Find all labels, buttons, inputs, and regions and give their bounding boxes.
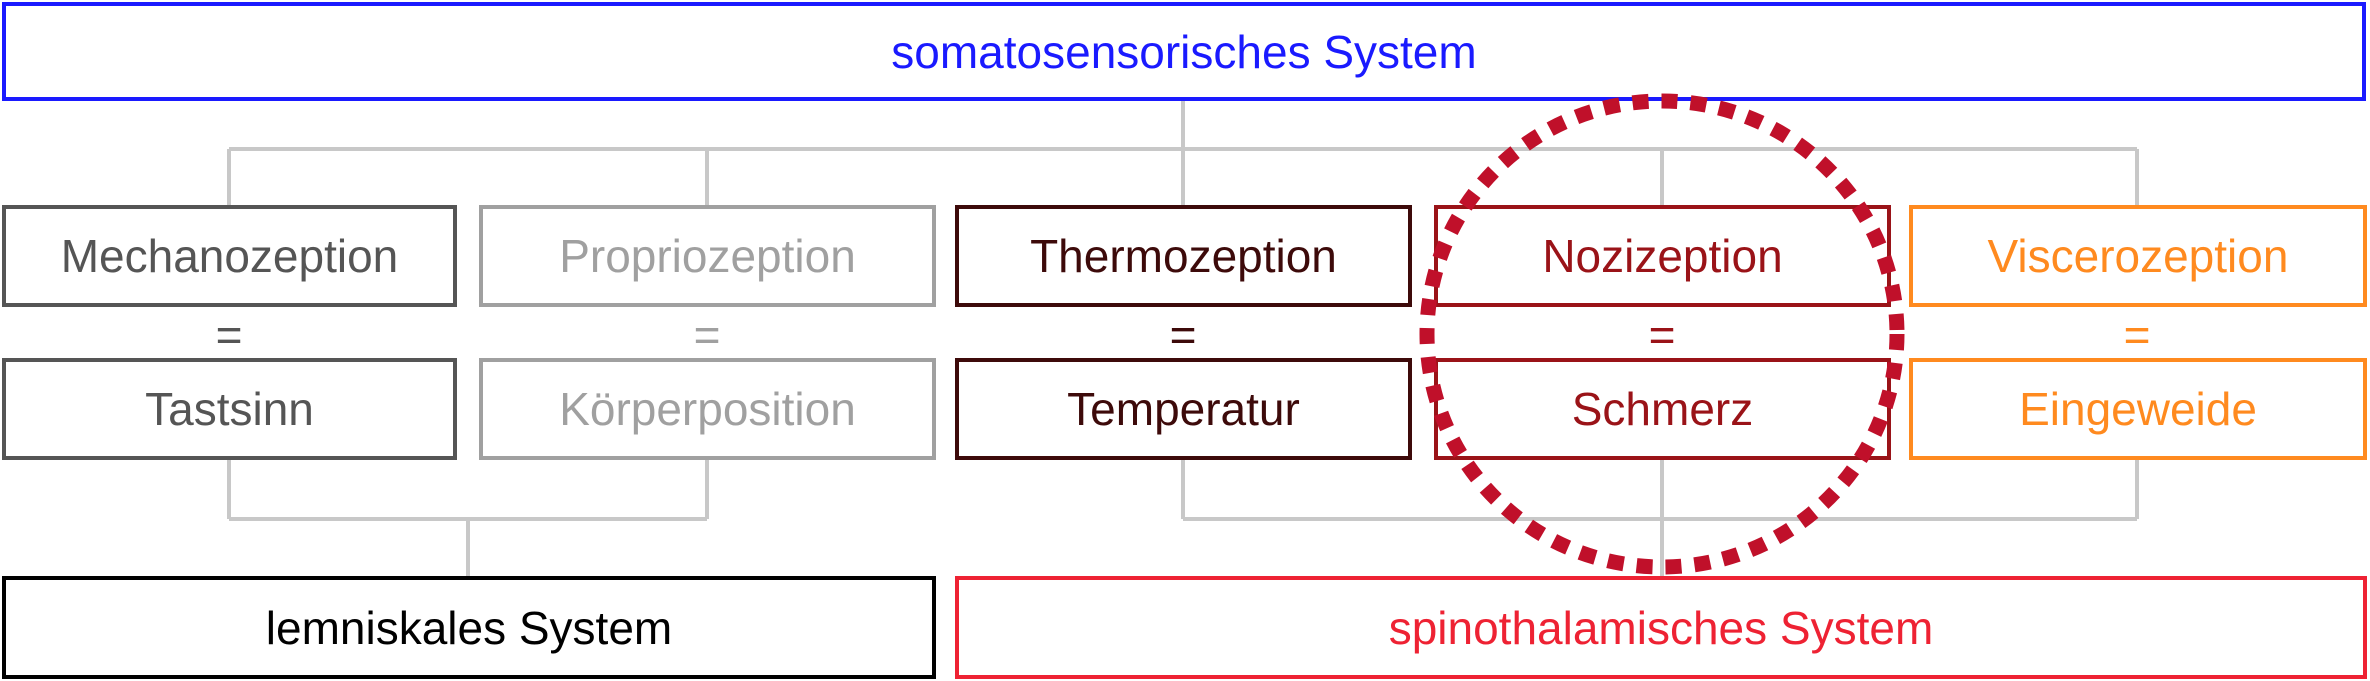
category-box-thermozeption: Thermozeption — [955, 205, 1412, 307]
equals-sign: = — [1169, 309, 1197, 361]
sense-box-koerperposition: Körperposition — [479, 358, 936, 460]
lemniscal-system-label: lemniskales System — [265, 601, 673, 654]
category-label: Propriozeption — [559, 230, 856, 282]
top-system-label: somatosensorisches System — [891, 25, 1477, 78]
category-box-propriozeption: Propriozeption — [479, 205, 936, 307]
sense-label: Tastsinn — [145, 383, 314, 435]
sense-label: Eingeweide — [2019, 383, 2257, 435]
sense-box-temperatur: Temperatur — [955, 358, 1412, 460]
equals-sign: = — [693, 309, 721, 361]
category-box-mechanozeption: Mechanozeption — [2, 205, 457, 307]
sense-label: Körperposition — [559, 383, 856, 435]
category-box-viscerozeption: Viscerozeption — [1909, 205, 2367, 307]
sense-box-tastsinn: Tastsinn — [2, 358, 457, 460]
category-label: Mechanozeption — [60, 230, 399, 282]
category-label: Viscerozeption — [1987, 230, 2289, 282]
sense-label: Schmerz — [1571, 383, 1754, 435]
sense-box-schmerz: Schmerz — [1434, 358, 1891, 460]
category-label: Thermozeption — [1030, 230, 1337, 282]
sense-box-eingeweide: Eingeweide — [1909, 358, 2367, 460]
spinothalamic-system-box: spinothalamisches System — [955, 576, 2367, 679]
equals-sign: = — [215, 309, 243, 361]
spinothalamic-system-label: spinothalamisches System — [1388, 601, 1934, 654]
top-system-box: somatosensorisches System — [2, 2, 2366, 101]
sense-label: Temperatur — [1067, 383, 1300, 435]
equals-sign: = — [1648, 309, 1676, 361]
equals-sign: = — [2123, 309, 2151, 361]
category-label: Nozizeption — [1542, 230, 1783, 282]
lemniscal-system-box: lemniskales System — [2, 576, 936, 679]
